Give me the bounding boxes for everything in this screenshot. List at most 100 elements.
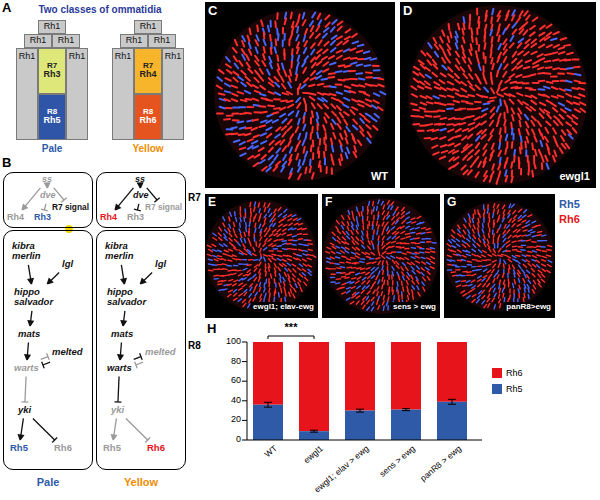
rhabdomere-streak [337,56,342,59]
rhabdomere-streak [388,291,389,295]
rhabdomere-streak [406,217,410,219]
rhabdomere-streak [483,144,486,149]
rhabdomere-streak [521,245,525,246]
rhabdomere-streak [402,272,404,275]
rhabdomere-streak [401,226,405,228]
rhabdomere-streak [381,285,383,289]
rhabdomere-streak [548,260,552,262]
rhabdomere-streak [575,74,581,75]
rhabdomere-streak [292,27,294,33]
rhabdomere-streak [328,76,334,79]
rhabdomere-streak [336,246,340,248]
rhabdomere-streak [402,211,405,214]
rhabdomere-streak [411,115,417,118]
rhabdomere-streak [288,274,290,278]
rhabdomere-streak [478,284,481,287]
rhabdomere-streak [472,239,475,242]
rhabdomere-streak [434,82,439,85]
rhabdomere-streak [504,44,507,49]
rhabdomere-streak [407,276,409,279]
rhabdomere-streak [387,200,389,204]
rhabdomere-streak [254,228,256,232]
rhabdomere-streak [317,71,322,74]
rhabdomere-streak [433,152,438,154]
rhabdomere-streak [426,262,430,264]
rhabdomere-streak [520,169,522,175]
rhabdomere-streak [492,269,494,272]
rhabdomere-streak [440,129,446,131]
rhabdomere-streak [283,162,287,167]
rhabdomere-streak [261,141,266,144]
rhabdomere-streak [292,236,296,237]
rhabdomere-streak [281,76,284,81]
rhabdomere-streak [525,39,529,43]
rhabdomere-streak [225,230,228,233]
rhabdomere-streak [282,64,284,70]
rhabdomere-streak [347,222,348,226]
rhabdomere-streak [489,228,491,232]
rhabdomere-streak [462,46,464,52]
rhabdomere-streak [350,272,354,274]
rhabdomere-streak [308,243,312,245]
rhabdomere-streak [440,137,445,139]
rhabdomere-streak [331,41,335,45]
rhabdomere-streak [274,77,278,81]
rhabdomere-streak [338,231,341,234]
rhabdomere-streak [386,257,390,259]
rhabdomere-streak [277,259,281,261]
rhabdomere-streak [254,223,256,227]
rhabdomere-streak [247,63,250,68]
rhabdomere-streak [331,48,336,52]
rhabdomere-streak [317,132,318,138]
rhabdomere-streak [226,57,230,61]
rhabdomere-streak [472,249,475,252]
rhabdomere-streak [573,58,579,60]
rhabdomere-streak [360,114,365,117]
rhabdomere-streak [392,217,395,220]
rhabdomere-streak [572,121,577,124]
rhabdomere-streak [232,99,237,101]
rhabdomere-streak [292,274,295,277]
rhabdomere-streak [280,114,285,117]
rhabdomere-streak [497,121,499,127]
rhabdomere-streak [472,219,473,223]
rhabdomere-streak [447,269,451,271]
rhabdomere-streak [261,133,266,135]
rhabdomere-streak [490,30,492,36]
rhabdomere-streak [532,236,536,237]
rhabdomere-streak [254,207,255,211]
rhabdomere-streak [484,78,486,83]
rhabdomere-streak [217,86,222,89]
rhabdomere-streak [234,280,238,281]
rhabdomere-streak [332,246,335,248]
rhabdomere-streak [246,127,252,130]
rhabdomere-streak [366,286,369,289]
rhabdomere-streak [546,66,552,69]
rhabdomere-streak [492,260,496,262]
rhabdomere-streak [538,54,543,57]
rhabdomere-streak [280,288,282,292]
rhabdomere-streak [455,136,461,138]
rhabdomere-streak [288,105,293,108]
rhabdomere-streak [526,60,531,62]
rhabdomere-streak [356,72,362,75]
rhabdomere-streak [352,107,357,110]
rhabdomere-streak [283,278,285,282]
rhabdomere-streak [338,100,343,103]
rhabdomere-streak [497,275,499,279]
rhabdomere-streak [483,275,487,277]
rhabdomere-streak [287,259,291,261]
rhabdomere-streak [493,264,496,267]
rhabdomere-streak [492,230,494,234]
rhabdomere-streak [447,88,453,90]
rhabdomere-streak [282,132,285,137]
rhabdomere-streak [407,295,409,299]
rhabdomere-streak [244,239,245,243]
rhabdomere-streak [378,78,384,79]
rhabdomere-streak [421,257,425,258]
rhabdomere-streak [266,99,272,102]
rhabdomere-streak [474,210,476,214]
rhabdomere-streak [372,202,374,206]
rhabdomere-streak [503,210,504,214]
rhabdomere-streak [354,146,356,152]
